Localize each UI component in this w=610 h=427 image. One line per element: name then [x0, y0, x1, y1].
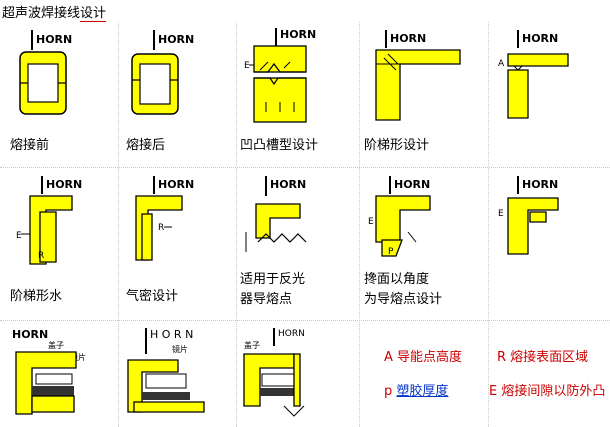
energy-director-2-figure: HORN E [498, 176, 559, 255]
diagram-grid: HORN 熔接前 HORN 熔接后 HORN E 凹凸槽型设计 HORN 阶梯形… [0, 22, 610, 427]
caption-tongue-groove: 凹凸槽型设计 [240, 138, 319, 153]
legend-p-link[interactable]: 塑胶厚度 [396, 384, 449, 399]
horn-label: HORN [270, 178, 306, 191]
label-cover: 盖子 [48, 340, 64, 350]
horn-label: HORN [522, 178, 558, 191]
caption-angled-face-line2: 为导熔点设计 [364, 292, 443, 307]
title-underlined: 设计 [80, 6, 107, 22]
grid-divider [118, 22, 119, 427]
label-e: E [498, 209, 504, 219]
label-lens: 镜片 [172, 344, 188, 354]
horn-label: HORN [394, 178, 430, 191]
label-r: R [38, 251, 44, 261]
angled-face-figure: HORN E P [368, 176, 431, 257]
label-lens: 镜片 [70, 352, 86, 362]
energy-director-figure: HORN A [498, 30, 569, 119]
lens-figure: H O R N 镜片 [127, 328, 205, 413]
lens-cover-figure: HORN 盖子 镜片 [12, 328, 86, 415]
label-e: E [16, 231, 22, 241]
caption-step-joint: 阶梯形设计 [364, 138, 430, 153]
horn-label: H O R N [150, 328, 193, 341]
caption-reflector-line1: 适用于反光 [240, 272, 306, 287]
legend-p-prefix: p [384, 384, 397, 399]
reflector-figure: HORN [245, 176, 307, 252]
horn-label: HORN [280, 28, 316, 41]
step-joint-figure: HORN [375, 30, 461, 121]
label-r: R [158, 223, 164, 233]
legend-e: E 熔接间隙以防外凸 [489, 384, 606, 399]
grid-divider [488, 22, 489, 427]
grid-divider [359, 22, 360, 427]
label-cover: 盖子 [244, 340, 260, 350]
grid-divider [236, 22, 237, 427]
label-e: E [244, 61, 250, 71]
step-water-figure: HORN E R [16, 176, 82, 265]
legend-a: A 导能点高度 [384, 350, 463, 365]
legend-r: R 熔接表面区域 [497, 350, 589, 365]
horn-label: HORN [158, 33, 194, 46]
title-main: 超声波焊接线 [2, 6, 81, 21]
label-a: A [498, 59, 505, 69]
caption-after-weld: 熔接后 [126, 138, 166, 153]
caption-angled-face-line1: 搀面以角度 [364, 272, 430, 287]
label-e: E [368, 217, 374, 227]
horn-label: HORN [158, 178, 194, 191]
after-weld-figure: HORN [131, 30, 194, 115]
grid-divider [0, 167, 610, 168]
horn-label: HORN [36, 33, 72, 46]
horn-label: HORN [278, 329, 305, 339]
airtight-figure: HORN R [135, 176, 194, 261]
lid-figure: HORN 盖子 [243, 328, 305, 417]
legend-p: p 塑胶厚度 [384, 380, 448, 399]
label-p: P [388, 247, 394, 257]
caption-before-weld: 熔接前 [10, 138, 50, 153]
horn-label: HORN [390, 32, 426, 45]
horn-label: HORN [46, 178, 82, 191]
caption-reflector-line2: 器导熔点 [240, 292, 293, 307]
caption-airtight: 气密设计 [126, 289, 179, 304]
horn-label: HORN [12, 328, 48, 341]
before-weld-figure: HORN [19, 30, 72, 115]
horn-label: HORN [522, 32, 558, 45]
caption-step-water: 阶梯形水 [10, 289, 63, 304]
page-title: 超声波焊接线设计 [2, 2, 107, 22]
grid-divider [0, 320, 610, 321]
tongue-groove-figure: HORN E [244, 28, 316, 123]
